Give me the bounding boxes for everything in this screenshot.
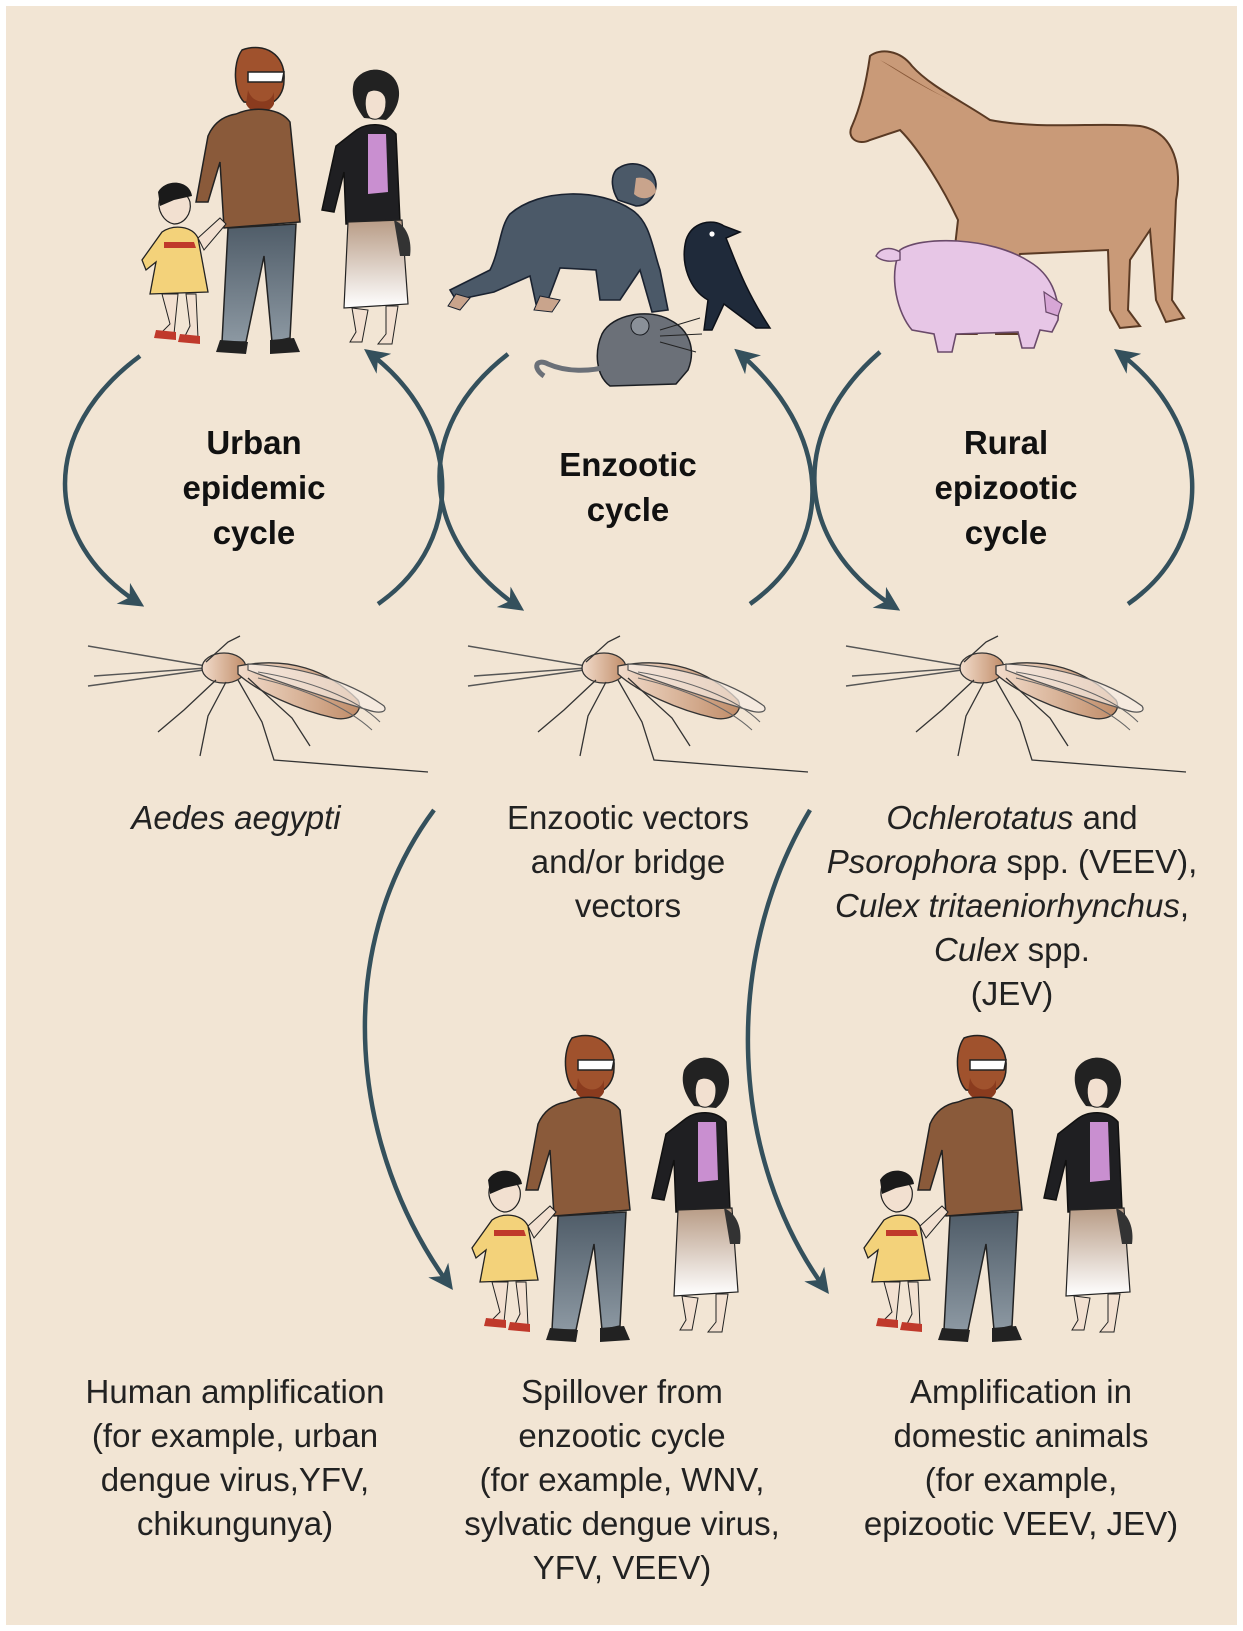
domestic-amplification-label: Amplification in domestic animals (for e… [816,1370,1226,1546]
arrow-urban-to-vector [65,356,140,604]
chimpanzee-illustration [448,164,668,312]
arrow-enzootic-to-vector [440,354,520,608]
rural-vector-label: Ochlerotatus and Psorophora spp. (VEEV),… [792,796,1232,1016]
pig-illustration [876,241,1062,352]
enzootic-hosts [448,164,770,386]
crow-illustration [684,222,770,330]
rural-hosts [850,51,1184,352]
arrow-vector-to-rural [1118,352,1192,604]
mouse-illustration [537,314,702,386]
arrow-vector-to-enzootic [738,352,812,604]
enzootic-cycle-label: Enzootic cycle [510,442,746,532]
urban-cycle-label: Urban epidemic cycle [140,420,368,555]
mosquito-rural [846,636,1186,772]
arrow-rural-to-vector [814,352,896,608]
domestic-human-family [864,1036,1132,1342]
rural-cycle-label: Rural epizootic cycle [886,420,1126,555]
enzootic-vector-label: Enzootic vectors and/or bridge vectors [448,796,808,928]
spillover-human-family [472,1036,740,1342]
arrow-vector-to-urban [368,352,442,604]
arrow-enzootic-spillover [365,810,450,1286]
mosquito-enzootic [468,636,808,772]
mosquito-urban [88,636,428,772]
human-amplification-label: Human amplification (for example, urban … [40,1370,430,1546]
urban-vector-label: Aedes aegypti [86,796,386,840]
urban-human-family [142,48,410,354]
spillover-label: Spillover from enzootic cycle (for examp… [412,1370,832,1590]
